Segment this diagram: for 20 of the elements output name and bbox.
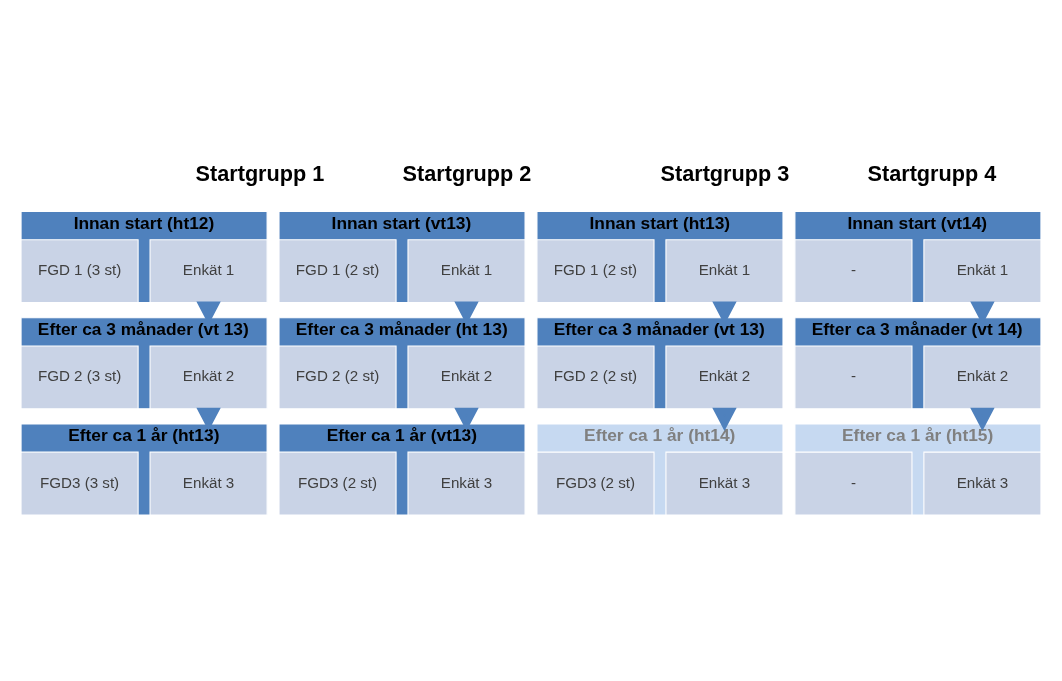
- node-box: FGD 1 (3 st): [20, 239, 139, 304]
- node-box: FGD 2 (2 st): [536, 345, 655, 410]
- node-box: -: [794, 345, 913, 410]
- node-box: Enkät 3: [149, 451, 268, 516]
- node-box: FGD 1 (2 st): [278, 239, 397, 304]
- label: Startgrupp 1: [195, 161, 325, 187]
- label: Startgrupp 3: [660, 161, 790, 187]
- node-box: Enkät 3: [665, 451, 784, 516]
- node-box: Enkät 3: [407, 451, 526, 516]
- node-box: FGD3 (2 st): [278, 451, 397, 516]
- node-box: FGD 1 (2 st): [536, 239, 655, 304]
- label: Startgrupp 2: [402, 161, 532, 187]
- node-box: -: [794, 239, 913, 304]
- node-box: FGD3 (2 st): [536, 451, 655, 516]
- node-box: Enkät 3: [923, 451, 1042, 516]
- node-box: FGD3 (3 st): [20, 451, 139, 516]
- node-box: FGD 2 (3 st): [20, 345, 139, 410]
- label: Startgrupp 4: [867, 161, 997, 187]
- node-box: FGD 2 (2 st): [278, 345, 397, 410]
- node-box: -: [794, 451, 913, 516]
